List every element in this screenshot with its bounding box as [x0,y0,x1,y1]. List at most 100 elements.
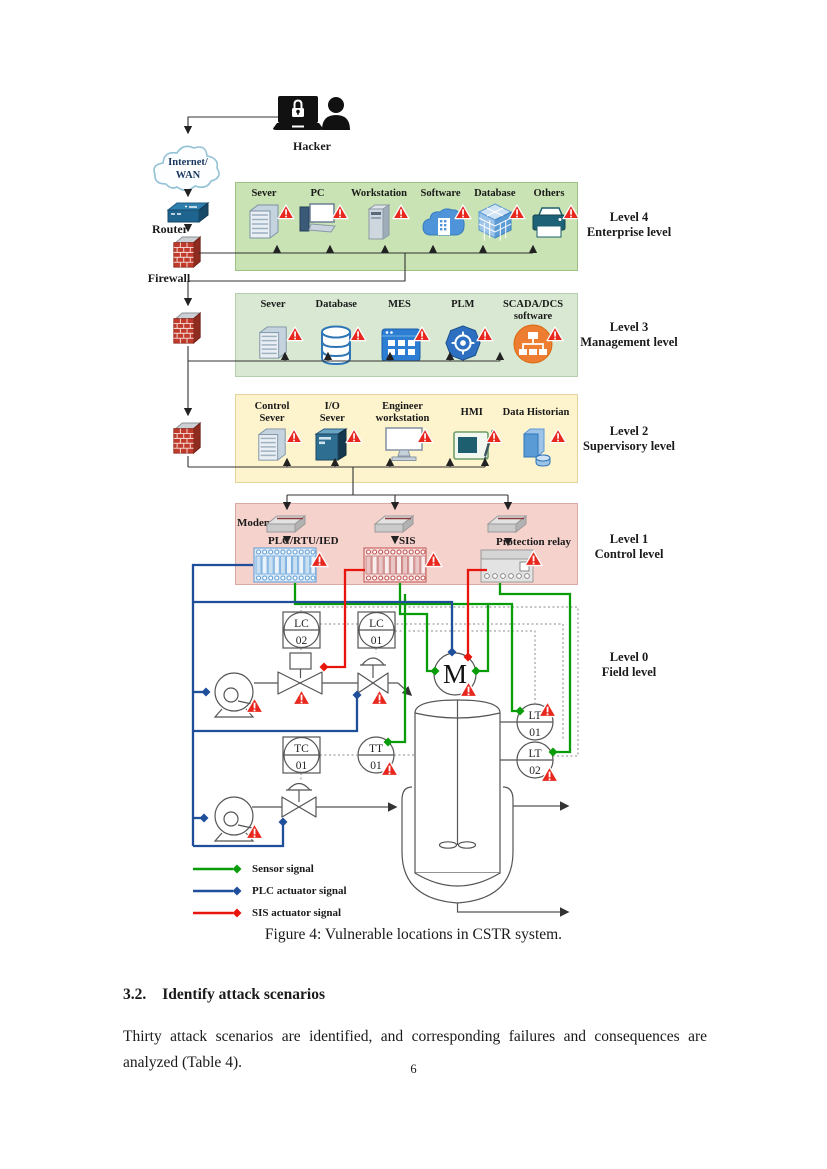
agitator-motor: M [433,652,477,696]
level3-item-mes: MES [371,299,429,366]
legend-sis-actuator-signal: SIS actuator signal [193,902,347,924]
control-valve-1 [277,652,323,695]
instrument-lc01: LC 01 [357,611,396,649]
item-label: Data Historian [502,406,570,418]
item-label: I/O Sever [319,401,345,424]
warning-icon [549,428,567,444]
figure-caption: Figure 4: Vulnerable locations in CSTR s… [264,926,563,943]
plc-signal-swatch [193,886,242,896]
svg-text:LC: LC [369,618,384,630]
item-label: Database [474,188,516,199]
modem-label: Modem [237,517,274,529]
control-valve-3 [281,782,317,818]
warning-icon [562,204,580,220]
cstr-vessel [401,699,514,904]
warning-icon [380,760,399,777]
instrument-tt01: TT 01 [357,736,395,774]
warning-icon [331,204,349,220]
warning-icon [392,204,410,220]
router-label: Router [152,222,188,236]
plc-label: PLC/RTU/IED [268,535,339,547]
server-icon [255,426,289,464]
sis-signal-swatch [193,908,242,918]
field-instruments: LC 02 LC 01 TC 01 TT 01 LT 01 LT 02 [282,611,554,779]
instrument-signal-lines [300,606,579,780]
sensor-signal-swatch [193,864,242,874]
level3-item-sever: Sever [244,299,302,366]
item-label: HMI [460,406,483,418]
item-label: PC [310,188,325,199]
cloud-label: Internet/ WAN [168,157,208,181]
server-icon [256,324,290,362]
level4-item-software: Software [421,188,461,244]
warning-icon [245,823,264,840]
level2-item-hmi: HMI [448,400,496,468]
level3-item-plm: PLM [434,299,492,366]
sensor-signal-wires [293,583,572,754]
item-label: Others [533,188,565,199]
svg-text:LT: LT [529,710,542,722]
control-valve-2 [357,657,389,694]
item-label: Control Sever [254,401,290,424]
router-icon [165,199,211,229]
item-label: Engineer workstation [375,401,430,424]
firewall-icon-3 [171,420,203,458]
instrument-lc02: LC 02 [282,611,321,649]
level2-item-control-sever: Control Sever [244,400,300,468]
pump-2 [213,796,255,842]
level4-item-workstation: Workstation [351,188,407,244]
firewall-label: Firewall [147,271,191,285]
svg-text:LC: LC [294,618,309,630]
warning-icon [546,326,564,342]
svg-text:M: M [443,659,467,689]
signal-legend: Sensor signal PLC actuator signal SIS ac… [193,858,347,924]
level3-item-scada: SCADA/DCS software [497,299,569,366]
warning-icon [245,697,264,714]
page-number: 6 [410,1062,417,1076]
item-label: Workstation [351,188,408,199]
svg-text:02: 02 [529,765,541,777]
warning-icon [345,428,363,444]
item-label: SCADA/DCS software [502,299,564,322]
item-label: Sever [251,188,277,199]
warning-icon [286,326,304,342]
level4-item-sever: Sever [244,188,284,244]
item-label: MES [388,299,411,310]
svg-text:01: 01 [296,760,308,772]
warning-icon [370,689,389,706]
warning-icon [349,326,367,342]
warning-icon [277,204,295,220]
item-label: PLM [451,299,475,310]
svg-text:01: 01 [371,635,383,647]
warning-icon [413,326,431,342]
warning-icon [292,689,311,706]
svg-text:01: 01 [370,760,382,772]
warning-icon [540,766,559,783]
section-title: Identify attack scenarios [162,986,325,1003]
level4-item-others: Others [529,188,569,244]
warning-icon [416,428,434,444]
level3-box: Sever Database MES PLM SCADA/DCS softwar… [235,293,578,377]
warning-icon [476,326,494,342]
firewall-icon-2 [171,310,203,348]
warning-icon [454,204,472,220]
section-heading: 3.2. Identify attack scenarios [123,986,325,1004]
level4-item-database: Database [474,188,515,244]
legend-plc-actuator-signal: PLC actuator signal [193,880,347,902]
svg-text:LT: LT [529,748,542,760]
field-warnings [245,681,559,840]
warning-icon [538,701,557,718]
section-number: 3.2. [123,986,147,1003]
warning-icon [508,204,526,220]
wire-diamonds [199,647,558,827]
pump-1 [213,672,255,718]
warning-icon [285,428,303,444]
level2-item-io-sever: I/O Sever [307,400,357,468]
sis-label: SIS [399,535,416,547]
hacker-label: Hacker [293,139,331,153]
level4-box: Sever PC Workstation Software Database O [235,182,578,271]
instrument-lt02: LT 02 [516,741,554,779]
